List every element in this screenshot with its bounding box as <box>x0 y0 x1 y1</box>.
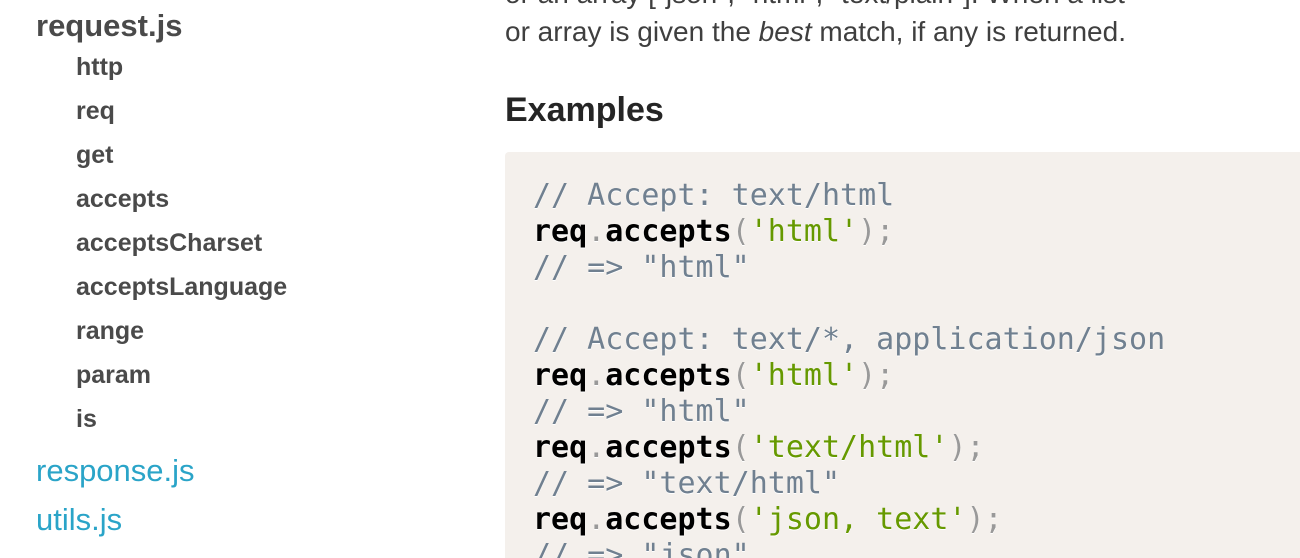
code-line: // => "html" <box>533 250 750 285</box>
sidebar: request.js http req get accepts acceptsChars… <box>36 8 466 538</box>
sidebar-item-req[interactable]: req <box>76 97 115 125</box>
code-line: // => "text/html" <box>533 466 841 501</box>
examples-heading: Examples <box>505 91 664 129</box>
code-line: req.accepts('html'); <box>533 358 895 393</box>
paragraph-text: or array is given the <box>505 16 759 47</box>
sidebar-item-acceptslanguage[interactable]: acceptsLanguage <box>76 273 288 301</box>
sidebar-item-acceptscharset[interactable]: acceptsCharset <box>76 229 263 257</box>
sidebar-link-response-js[interactable]: response.js <box>36 453 195 488</box>
code-line: // Accept: text/*, application/json <box>533 322 1166 357</box>
code-line: // => "json" <box>533 538 750 558</box>
sidebar-item-is[interactable]: is <box>76 405 97 433</box>
code-line <box>533 286 1280 322</box>
sidebar-item-http[interactable]: http <box>76 53 124 81</box>
sidebar-function-list: http req get accepts acceptsCharset acceptsLa… <box>76 45 466 441</box>
sidebar-file-request-js[interactable]: request.js <box>36 8 183 43</box>
code-line: req.accepts('json, text'); <box>533 502 1003 537</box>
paragraph-text: match, if any is returned. <box>811 16 1126 47</box>
code-line: // => "html" <box>533 394 750 429</box>
code-line: req.accepts('html'); <box>533 214 895 249</box>
code-line: req.accepts('text/html'); <box>533 430 985 465</box>
sidebar-item-range[interactable]: range <box>76 317 145 345</box>
code-line: // Accept: text/html <box>533 178 895 213</box>
sidebar-link-utils-js[interactable]: utils.js <box>36 502 123 537</box>
sidebar-item-accepts[interactable]: accepts <box>76 185 170 213</box>
sidebar-item-param[interactable]: param <box>76 361 152 389</box>
main-content: or an array ["json", "html", "text/plain… <box>505 0 1300 558</box>
doc-paragraph: or an array ["json", "html", "text/plain… <box>505 0 1300 51</box>
sidebar-item-get[interactable]: get <box>76 141 114 169</box>
doc-paragraph-line: or array is given the best match, if any… <box>505 13 1300 51</box>
emphasis-best: best <box>758 16 812 47</box>
doc-paragraph-clipped-line: or an array ["json", "html", "text/plain… <box>505 0 1300 13</box>
